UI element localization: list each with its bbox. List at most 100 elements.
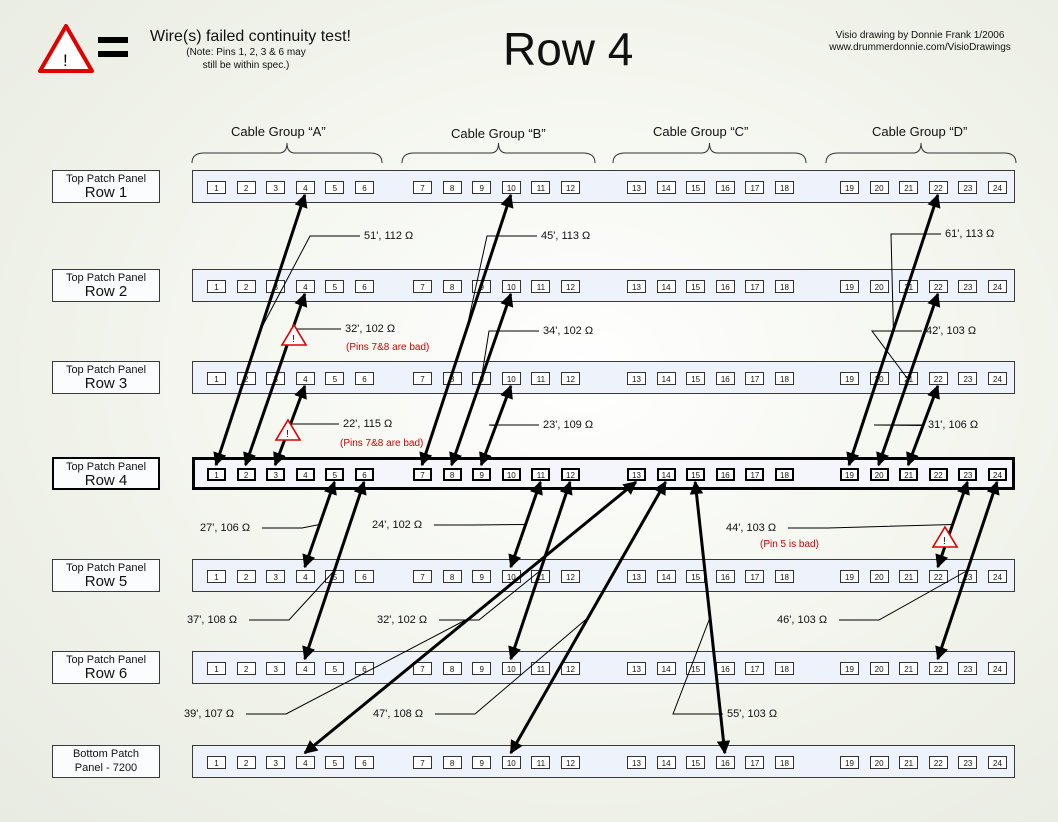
- port-6: 6: [355, 468, 374, 481]
- port-16: 16: [715, 468, 735, 481]
- port-17: 17: [745, 468, 765, 481]
- cable-label: 61', 113 Ω: [945, 228, 995, 240]
- port-22: 22: [928, 181, 948, 194]
- row-label-line1: Top Patch Panel: [65, 364, 147, 376]
- port-20: 20: [869, 756, 889, 769]
- cable-label: 42', 103 Ω: [926, 325, 977, 337]
- port-12: 12: [561, 372, 580, 385]
- port-19: 19: [840, 468, 859, 481]
- cable-label: 31', 106 Ω: [928, 419, 979, 431]
- row-label-line2: Row 4: [84, 472, 128, 489]
- cable-label: 22', 115 Ω: [343, 418, 393, 430]
- row-label-line1: Top Patch Panel: [65, 173, 147, 185]
- port-5: 5: [325, 756, 345, 769]
- port-6: 6: [355, 756, 374, 769]
- cable-leader-line: [480, 330, 539, 380]
- port-13: 13: [627, 756, 646, 769]
- port-11: 11: [531, 280, 551, 293]
- port-18: 18: [775, 181, 794, 194]
- cable-label: 44', 103 Ω: [726, 522, 777, 534]
- row-label-line2: Row 2: [84, 283, 128, 300]
- port-15: 15: [686, 280, 706, 293]
- port-18: 18: [775, 570, 794, 583]
- svg-text:!: !: [63, 51, 68, 70]
- port-20: 20: [869, 570, 889, 583]
- cable-leader-line: [434, 524, 526, 526]
- port-22: 22: [928, 468, 948, 481]
- port-6: 6: [355, 280, 374, 293]
- port-2: 2: [236, 468, 256, 481]
- port-13: 13: [627, 181, 646, 194]
- row-label-line1: Top Patch Panel: [65, 272, 147, 284]
- page-title: Row 4: [503, 23, 634, 75]
- row-label-line2: Row 5: [84, 573, 128, 590]
- group-bracket-d: [825, 142, 1017, 164]
- port-2: 2: [236, 570, 256, 583]
- cable-label: 34', 102 Ω: [543, 325, 594, 337]
- warning-triangle-icon: !: [931, 525, 959, 548]
- port-5: 5: [325, 372, 345, 385]
- cable-leader-line: [488, 424, 539, 426]
- port-8: 8: [442, 468, 462, 481]
- credit-line1: Visio drawing by Donnie Frank 1/2006: [835, 30, 1005, 41]
- port-5: 5: [325, 181, 345, 194]
- cable-label: 46', 103 Ω: [777, 614, 828, 626]
- cable-leader-line: [839, 570, 968, 621]
- port-6: 6: [355, 372, 374, 385]
- port-19: 19: [840, 181, 859, 194]
- port-4: 4: [295, 756, 315, 769]
- cable-label: 51', 112 Ω: [364, 230, 414, 242]
- port-17: 17: [745, 662, 765, 675]
- cable-group-d: Cable Group “D”: [872, 124, 968, 139]
- port-18: 18: [775, 662, 794, 675]
- port-2: 2: [236, 662, 256, 675]
- port-23: 23: [958, 280, 978, 293]
- port-24: 24: [988, 181, 1007, 194]
- port-15: 15: [686, 468, 706, 481]
- cable-leader-line: [788, 524, 953, 529]
- port-19: 19: [840, 662, 859, 675]
- port-18: 18: [775, 756, 794, 769]
- port-1: 1: [207, 662, 226, 675]
- port-13: 13: [627, 468, 646, 481]
- cable-label: 45', 113 Ω: [541, 230, 591, 242]
- cable-leader-line: [873, 424, 924, 426]
- port-14: 14: [656, 468, 676, 481]
- port-14: 14: [656, 280, 676, 293]
- group-bracket-c: [612, 142, 807, 164]
- port-23: 23: [958, 181, 978, 194]
- port-11: 11: [531, 181, 551, 194]
- cable-label: 47', 108 Ω: [373, 708, 424, 720]
- warning-glyph: !: [286, 429, 289, 440]
- cable-leader-line: [246, 617, 471, 715]
- port-1: 1: [207, 756, 226, 769]
- port-21: 21: [899, 468, 919, 481]
- cable-group-a: Cable Group “A”: [231, 124, 326, 139]
- port-13: 13: [627, 280, 646, 293]
- port-24: 24: [988, 756, 1007, 769]
- port-20: 20: [869, 662, 889, 675]
- port-4: 4: [295, 181, 315, 194]
- cable-label: 24', 102 Ω: [372, 519, 423, 531]
- port-24: 24: [988, 372, 1007, 385]
- port-9: 9: [472, 756, 492, 769]
- port-5: 5: [325, 280, 345, 293]
- port-1: 1: [207, 181, 226, 194]
- port-1: 1: [207, 570, 226, 583]
- row-label-line2: Row 6: [84, 665, 128, 682]
- port-21: 21: [899, 756, 919, 769]
- cable-leader-line: [672, 617, 723, 715]
- port-12: 12: [561, 756, 580, 769]
- cable-label: 23', 109 Ω: [543, 419, 594, 431]
- port-3: 3: [266, 570, 286, 583]
- port-2: 2: [236, 181, 256, 194]
- port-18: 18: [775, 280, 794, 293]
- warning-legend-icon: !: [38, 24, 128, 73]
- port-7: 7: [413, 181, 432, 194]
- port-6: 6: [355, 181, 374, 194]
- port-23: 23: [958, 756, 978, 769]
